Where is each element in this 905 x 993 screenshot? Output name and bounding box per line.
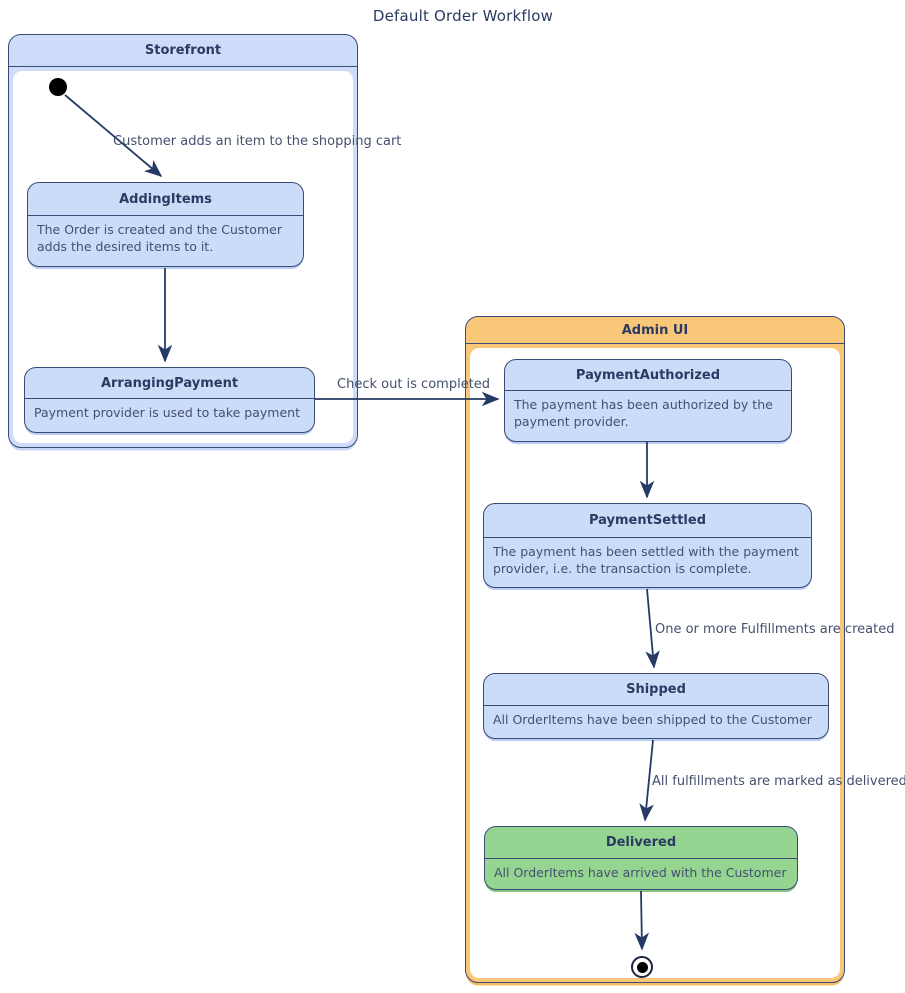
container-admin-ui-header: Admin UI xyxy=(466,317,844,344)
state-shipped-title: Shipped xyxy=(484,674,828,706)
edge-label-add-item-to-cart: Customer adds an item to the shopping ca… xyxy=(113,134,402,149)
state-delivered-title: Delivered xyxy=(485,827,797,859)
state-adding-items-title: AddingItems xyxy=(28,183,303,216)
diagram-title: Default Order Workflow xyxy=(372,7,554,25)
state-delivered: Delivered All OrderItems have arrived wi… xyxy=(484,826,798,890)
edge-label-marked-delivered: All fulfillments are marked as delivered xyxy=(652,774,905,789)
state-arranging-payment-description: Payment provider is used to take payment xyxy=(34,405,300,420)
initial-state-dot xyxy=(49,78,67,96)
state-payment-settled: PaymentSettled The payment has been sett… xyxy=(483,503,812,588)
state-payment-authorized: PaymentAuthorized The payment has been a… xyxy=(504,359,792,442)
state-arranging-payment: ArrangingPayment Payment provider is use… xyxy=(24,367,315,433)
container-storefront-label: Storefront xyxy=(144,43,222,58)
container-admin-ui-label: Admin UI xyxy=(621,322,689,338)
state-payment-settled-title: PaymentSettled xyxy=(484,504,811,538)
state-shipped-description: All OrderItems have been shipped to the … xyxy=(493,712,812,727)
container-storefront-header: Storefront xyxy=(9,35,357,67)
state-adding-items: AddingItems The Order is created and the… xyxy=(27,182,304,267)
state-delivered-description: All OrderItems have arrived with the Cus… xyxy=(494,865,787,880)
state-payment-authorized-title: PaymentAuthorized xyxy=(505,360,791,391)
state-shipped: Shipped All OrderItems have been shipped… xyxy=(483,673,829,739)
final-state-dot xyxy=(636,961,648,973)
edge-label-fulfillments-created: One or more Fulfillments are created xyxy=(655,622,895,637)
edge-label-checkout-completed: Check out is completed xyxy=(337,377,491,392)
state-payment-authorized-description: The payment has been authorized by the p… xyxy=(514,397,773,429)
final-state xyxy=(631,956,653,978)
state-payment-settled-description: The payment has been settled with the pa… xyxy=(493,544,799,576)
state-arranging-payment-title: ArrangingPayment xyxy=(25,368,314,399)
state-adding-items-description: The Order is created and the Customer ad… xyxy=(37,222,282,254)
